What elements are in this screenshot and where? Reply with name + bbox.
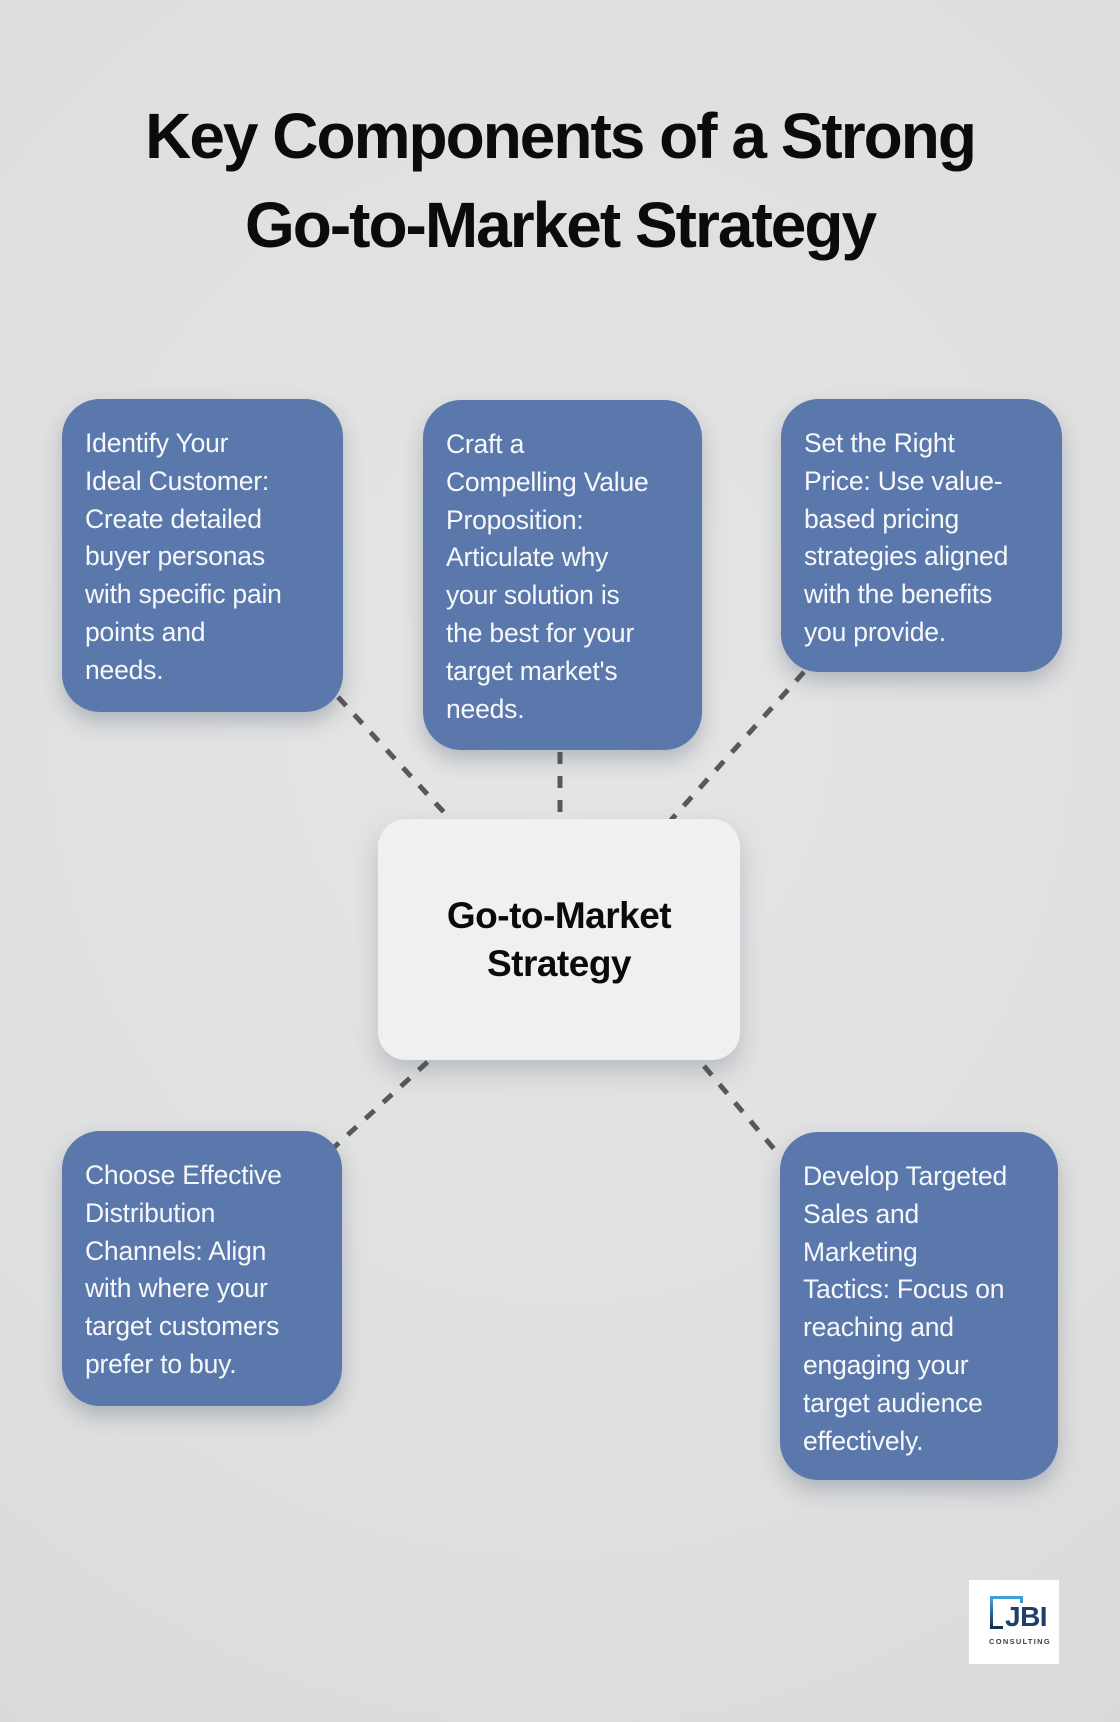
node-value-proposition: Craft a Compelling Value Proposition: Ar…	[423, 400, 702, 750]
connector-sales-marketing-tactics	[702, 1064, 782, 1158]
jbi-consulting-logo: JBI CONSULTING	[969, 1580, 1059, 1664]
jbi-logo-subtext: CONSULTING	[989, 1637, 1052, 1646]
node-distribution-channels: Choose Effective Distribution Channels: …	[62, 1131, 342, 1406]
node-distribution-channels-text: Choose Effective Distribution Channels: …	[85, 1160, 282, 1379]
connector-distribution-channels	[328, 1055, 435, 1153]
center-node-go-to-market-strategy: Go-to-Market Strategy	[378, 819, 740, 1060]
node-identify-ideal-customer-text: Identify Your Ideal Customer: Create det…	[85, 428, 282, 685]
node-set-right-price-text: Set the Right Price: Use value- based pr…	[804, 428, 1009, 647]
node-value-proposition-text: Craft a Compelling Value Proposition: Ar…	[446, 429, 649, 724]
center-node-label: Go-to-Market Strategy	[446, 894, 672, 984]
node-sales-marketing-tactics-text: Develop Targeted Sales and Marketing Tac…	[803, 1161, 1008, 1456]
node-identify-ideal-customer: Identify Your Ideal Customer: Create det…	[62, 399, 343, 712]
node-sales-marketing-tactics: Develop Targeted Sales and Marketing Tac…	[780, 1132, 1058, 1480]
node-set-right-price: Set the Right Price: Use value- based pr…	[781, 399, 1062, 672]
jbi-logo-name: JBI	[1003, 1601, 1050, 1632]
page-title: Key Components of a Strong Go-to-Market …	[145, 100, 977, 261]
